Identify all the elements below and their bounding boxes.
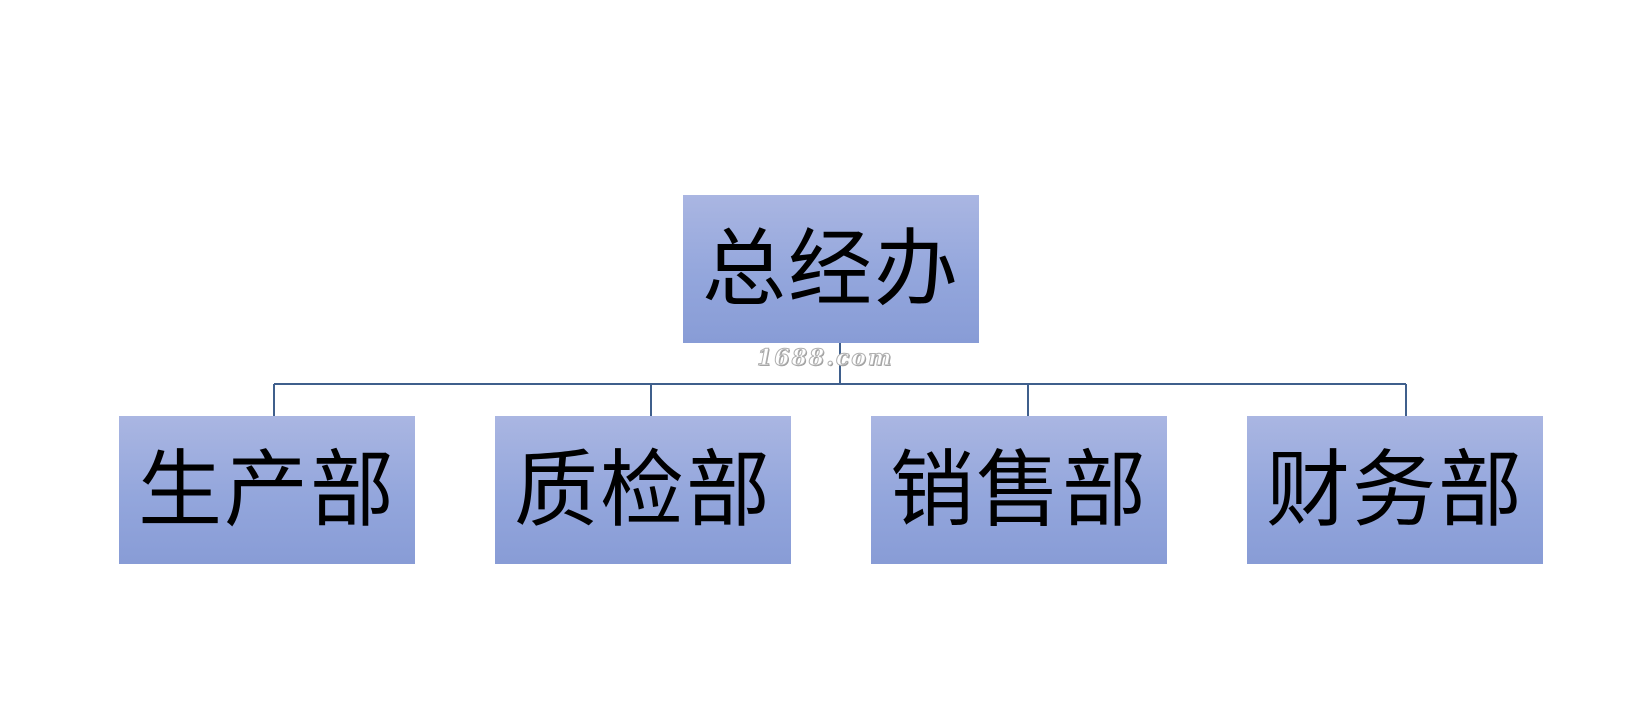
department-node-finance: 财务部	[1247, 416, 1543, 564]
department-node-sales: 销售部	[871, 416, 1167, 564]
watermark-text: 1688.com	[756, 345, 894, 372]
department-node-label: 生产部	[137, 441, 396, 539]
root-node: 总经办	[683, 195, 979, 343]
department-node-production: 生产部	[119, 416, 415, 564]
department-node-label: 销售部	[889, 441, 1148, 539]
root-node-label: 总经办	[701, 220, 960, 318]
department-node-quality: 质检部	[495, 416, 791, 564]
department-node-label: 财务部	[1265, 441, 1524, 539]
department-node-label: 质检部	[513, 441, 772, 539]
